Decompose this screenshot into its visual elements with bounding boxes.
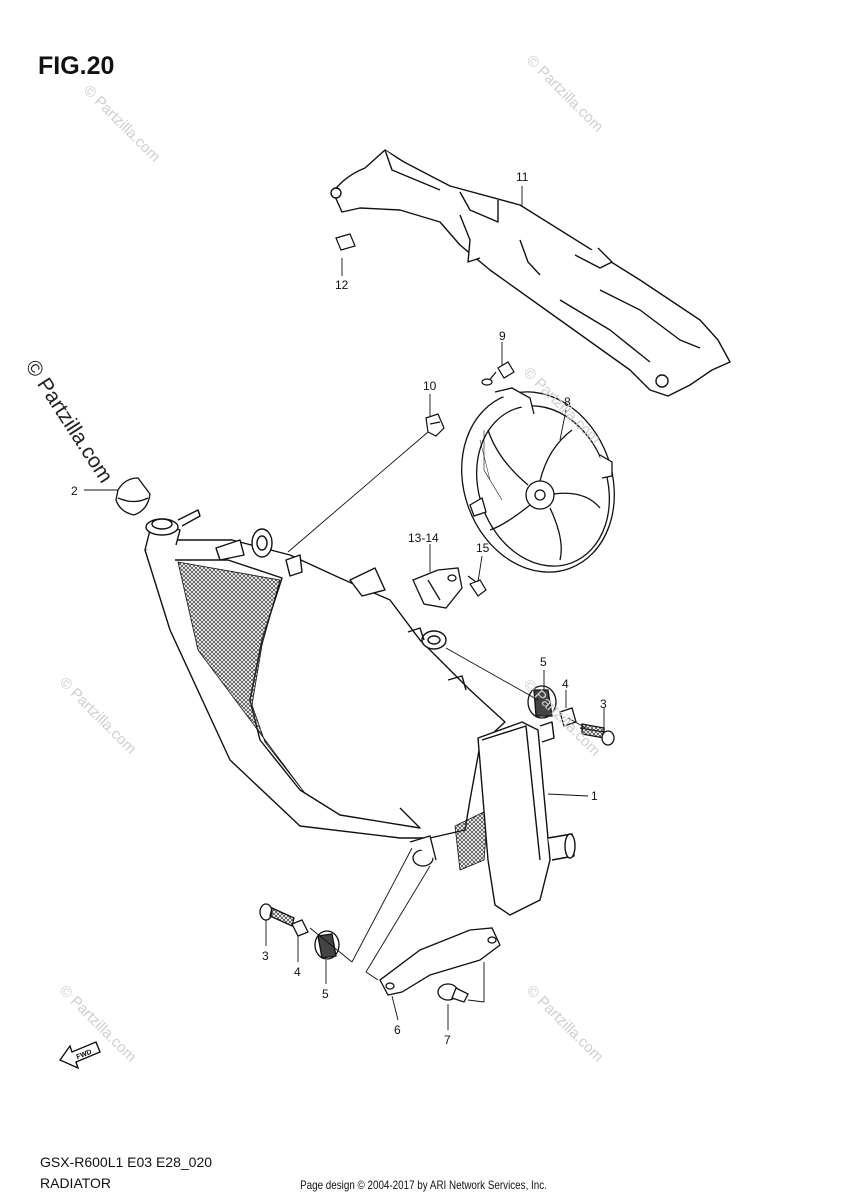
radiator-lower-bracket xyxy=(409,835,437,867)
part-11-shroud xyxy=(330,149,731,397)
callout-labels: 11 12 9 10 8 2 13-14 15 5 4 3 1 3 4 5 6 … xyxy=(71,170,607,1047)
callout-4-upper: 4 xyxy=(562,677,569,691)
callout-10: 10 xyxy=(423,379,437,393)
part-10-nut xyxy=(425,413,445,437)
callout-7: 7 xyxy=(444,1033,451,1047)
figure-title: FIG.20 xyxy=(38,52,115,80)
callout-8: 8 xyxy=(564,395,571,409)
part-9-bolt xyxy=(481,361,515,386)
part-1-radiator xyxy=(144,509,506,871)
callout-3-upper: 3 xyxy=(600,697,607,711)
part-6-stay-bracket xyxy=(379,927,501,996)
part-2-radiator-cap xyxy=(115,477,151,516)
part-13-14-bracket xyxy=(412,567,463,609)
callout-5-lower: 5 xyxy=(322,987,329,1001)
callout-2: 2 xyxy=(71,484,78,498)
callout-3-lower: 3 xyxy=(262,949,269,963)
part-15-bolt xyxy=(467,575,487,597)
part-8-cooling-fan xyxy=(461,387,615,573)
fwd-arrow-icon: FWD xyxy=(58,1041,101,1070)
callout-9: 9 xyxy=(499,329,506,343)
callout-15: 15 xyxy=(476,541,490,555)
callout-5-upper: 5 xyxy=(540,655,547,669)
callout-1: 1 xyxy=(591,789,598,803)
part-1-side-tank xyxy=(477,721,576,916)
part-3-bolt-upper xyxy=(579,723,615,746)
part-4-collar-lower xyxy=(291,919,309,937)
leader-lines xyxy=(84,186,605,1030)
part-5-grommet-lower xyxy=(314,930,340,960)
model-code: GSX-R600L1 E03 E28_020 xyxy=(40,1154,213,1170)
part-3-bolt-lower xyxy=(259,903,295,927)
part-12-clip xyxy=(335,233,356,251)
callout-11: 11 xyxy=(516,170,529,184)
part-7-bolt xyxy=(437,983,469,1003)
page-footer: Page design © 2004-2017 by ARI Network S… xyxy=(300,1178,547,1192)
callout-4-lower: 4 xyxy=(294,965,301,979)
section-name: RADIATOR xyxy=(40,1175,112,1191)
callout-6: 6 xyxy=(394,1023,401,1037)
part-5-grommet-upper xyxy=(527,685,557,719)
callout-12: 12 xyxy=(335,278,349,292)
callout-13-14: 13-14 xyxy=(408,531,439,545)
